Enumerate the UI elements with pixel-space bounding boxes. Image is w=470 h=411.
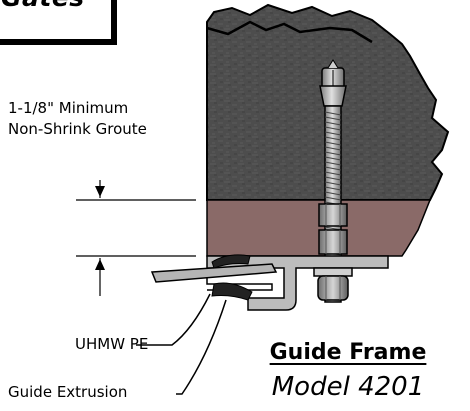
middle-nut	[318, 229, 348, 255]
diagram-title: Guide Frame	[269, 340, 427, 365]
gate-blade	[150, 263, 278, 283]
guide-extrusion-label: Guide Extrusion	[8, 383, 128, 401]
washer	[313, 267, 353, 277]
grout-label-line1: 1-1/8" Minimum	[8, 99, 129, 117]
concrete-crack	[206, 20, 373, 44]
uhmw-label: UHMW PE	[75, 335, 149, 353]
dimension-marker	[76, 180, 196, 296]
uhmw-seal-top	[211, 254, 251, 269]
uhmw-seal-bottom	[211, 282, 253, 301]
brand-logo: Gates	[0, 0, 114, 42]
grout-label: 1-1/8" Minimum Non-Shrink Groute	[8, 98, 208, 140]
guide-channel	[206, 268, 273, 291]
grout-label-line2: Non-Shrink Groute	[8, 120, 147, 138]
uhmw-leader	[136, 293, 211, 346]
diagram-subtitle: Model 4201	[271, 372, 425, 402]
upper-nut	[318, 203, 348, 227]
extrusion-leader	[176, 299, 227, 395]
lower-nut	[317, 275, 349, 301]
brand-logo-text: Gates	[1, 0, 85, 12]
